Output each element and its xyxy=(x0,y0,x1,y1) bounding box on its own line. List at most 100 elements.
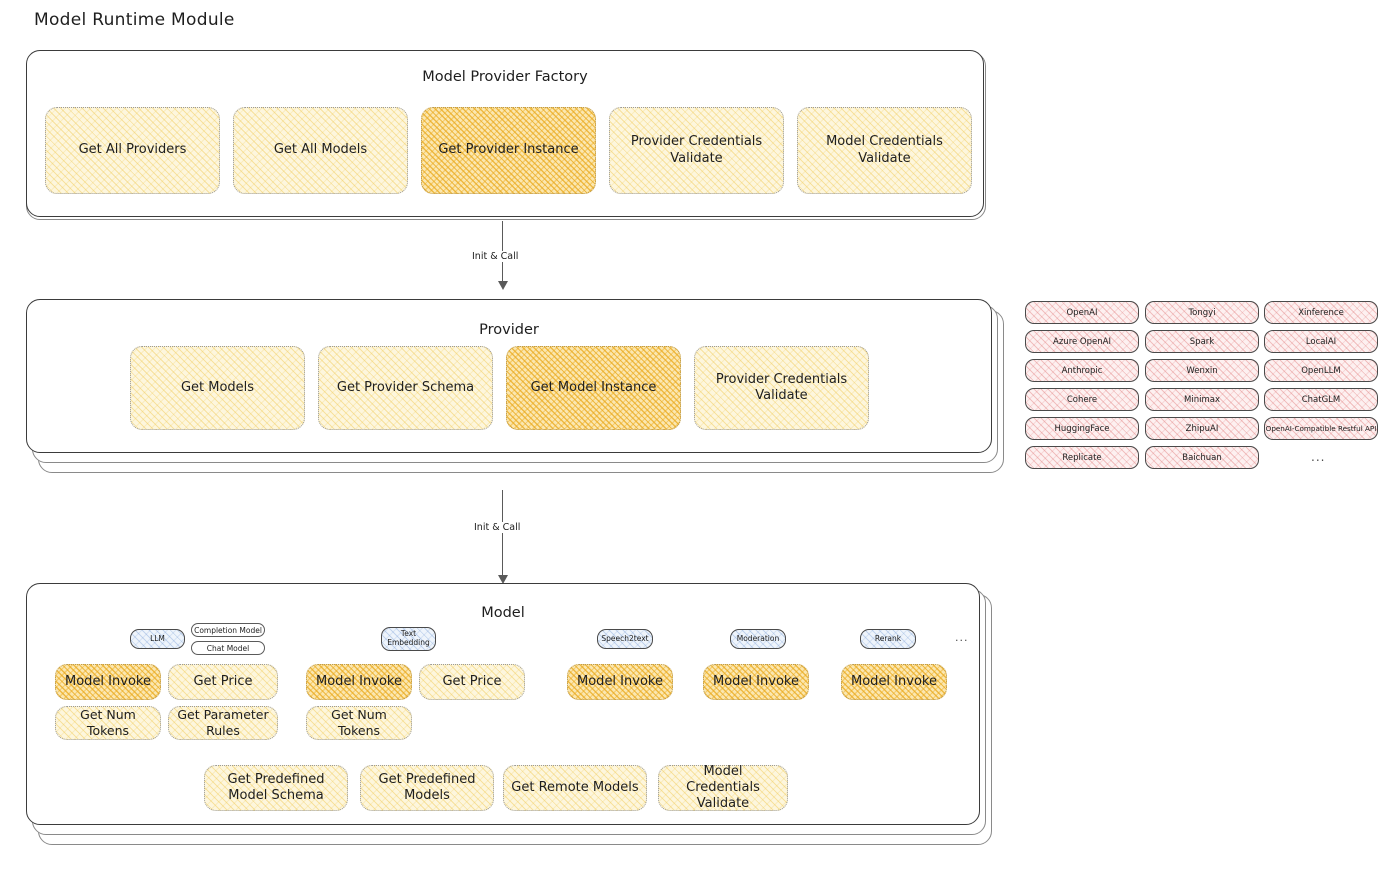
model-common-op-get-remote-models[interactable]: Get Remote Models xyxy=(503,765,647,811)
model-types-more-ellipsis: ... xyxy=(955,631,969,644)
model-common-op-label: Get Remote Models xyxy=(511,779,639,795)
provider-pill-label: Minimax xyxy=(1184,394,1220,405)
provider-pill-localai[interactable]: LocalAI xyxy=(1264,330,1378,353)
model-provider-factory-card: Model Provider Factory Get All Providers… xyxy=(26,50,984,217)
model-op-label: Get Price xyxy=(442,673,502,689)
provider-pill-label: Xinference xyxy=(1298,307,1344,318)
provider-card: Provider Get Models Get Provider Schema … xyxy=(26,299,992,453)
provider-pill-label: Tongyi xyxy=(1188,307,1216,318)
model-op-rerank-model-invoke[interactable]: Model Invoke xyxy=(841,664,947,700)
model-op-label: Model Invoke xyxy=(851,673,937,689)
provider-pill-replicate[interactable]: Replicate xyxy=(1025,446,1139,469)
model-common-op-get-predefined-model-schema[interactable]: Get Predefined Model Schema xyxy=(204,765,348,811)
arrow-provider-to-model-label: Init & Call xyxy=(470,522,525,533)
model-tag-chat-model[interactable]: Chat Model xyxy=(191,641,265,655)
model-op-label: Get Num Tokens xyxy=(80,707,136,738)
model-type-badge-speech2text[interactable]: Speech2text xyxy=(597,629,653,649)
provider-pill-azure-openai[interactable]: Azure OpenAI xyxy=(1025,330,1139,353)
model-type-badge-label: Speech2text xyxy=(601,633,649,643)
factory-item-provider-credentials-validate[interactable]: Provider Credentials Validate xyxy=(609,107,784,194)
arrow-factory-to-provider-head xyxy=(498,281,508,290)
provider-pill-label: Cohere xyxy=(1066,394,1098,405)
model-tag-label: Chat Model xyxy=(206,643,250,653)
provider-pill-tongyi[interactable]: Tongyi xyxy=(1145,301,1259,324)
model-common-op-label: Model Credentials Validate xyxy=(686,763,760,812)
model-op-label: Model Invoke xyxy=(577,673,663,689)
provider-pill-label: Wenxin xyxy=(1186,365,1218,376)
provider-pill-label: ZhipuAI xyxy=(1185,423,1219,434)
provider-pill-cohere[interactable]: Cohere xyxy=(1025,388,1139,411)
model-op-text-embedding-model-invoke[interactable]: Model Invoke xyxy=(306,664,412,700)
model-op-label: Get Parameter Rules xyxy=(177,707,269,738)
provider-item-provider-credentials-validate[interactable]: Provider Credentials Validate xyxy=(694,346,869,430)
model-title: Model xyxy=(481,605,525,621)
model-op-label: Model Invoke xyxy=(316,673,402,689)
model-common-op-get-predefined-models[interactable]: Get Predefined Models xyxy=(360,765,494,811)
model-type-badge-label: LLM xyxy=(150,633,165,643)
model-type-badge-moderation[interactable]: Moderation xyxy=(730,629,786,649)
factory-item-get-provider-instance[interactable]: Get Provider Instance xyxy=(421,107,596,194)
provider-pill-minimax[interactable]: Minimax xyxy=(1145,388,1259,411)
provider-pill-xinference[interactable]: Xinference xyxy=(1264,301,1378,324)
provider-pill-baichuan[interactable]: Baichuan xyxy=(1145,446,1259,469)
model-common-op-label: Get Predefined Models xyxy=(378,771,476,803)
provider-item-get-model-instance[interactable]: Get Model Instance xyxy=(506,346,681,430)
model-type-badge-llm[interactable]: LLM xyxy=(130,629,185,649)
provider-item-get-models[interactable]: Get Models xyxy=(130,346,305,430)
provider-item-label: Get Provider Schema xyxy=(336,379,475,395)
model-type-badge-label: Moderation xyxy=(736,633,780,643)
provider-item-get-provider-schema[interactable]: Get Provider Schema xyxy=(318,346,493,430)
provider-title: Provider xyxy=(479,322,539,338)
model-op-speech2text-model-invoke[interactable]: Model Invoke xyxy=(567,664,673,700)
factory-item-get-all-models[interactable]: Get All Models xyxy=(233,107,408,194)
provider-pill-label: OpenAI-Compatible Restful API xyxy=(1265,424,1377,433)
provider-pill-label: Anthropic xyxy=(1061,365,1103,376)
model-op-moderation-model-invoke[interactable]: Model Invoke xyxy=(703,664,809,700)
provider-pill-label: Spark xyxy=(1189,336,1215,347)
provider-pill-chatglm[interactable]: ChatGLM xyxy=(1264,388,1378,411)
provider-pill-label: LocalAI xyxy=(1305,336,1337,347)
provider-pill-spark[interactable]: Spark xyxy=(1145,330,1259,353)
factory-item-label: Get All Providers xyxy=(78,142,187,158)
provider-item-label: Get Model Instance xyxy=(530,379,657,395)
factory-item-get-all-providers[interactable]: Get All Providers xyxy=(45,107,220,194)
model-op-label: Get Num Tokens xyxy=(331,707,387,738)
model-op-llm-get-num-tokens[interactable]: Get Num Tokens xyxy=(55,706,161,740)
model-common-op-label: Get Predefined Model Schema xyxy=(227,771,325,803)
arrow-factory-to-provider-label: Init & Call xyxy=(468,251,523,262)
model-op-llm-get-price[interactable]: Get Price xyxy=(168,664,278,700)
provider-item-label: Provider Credentials Validate xyxy=(715,371,848,403)
model-op-llm-get-parameter-rules[interactable]: Get Parameter Rules xyxy=(168,706,278,740)
model-op-label: Get Price xyxy=(193,673,253,689)
page-title: Model Runtime Module xyxy=(34,10,235,30)
provider-pill-label: ChatGLM xyxy=(1301,394,1341,405)
model-op-label: Model Invoke xyxy=(713,673,799,689)
factory-item-model-credentials-validate[interactable]: Model Credentials Validate xyxy=(797,107,972,194)
provider-pill-openllm[interactable]: OpenLLM xyxy=(1264,359,1378,382)
arrow-provider-to-model-head xyxy=(498,575,508,584)
model-op-llm-model-invoke[interactable]: Model Invoke xyxy=(55,664,161,700)
provider-pill-zhipuai[interactable]: ZhipuAI xyxy=(1145,417,1259,440)
model-type-badge-label: Rerank xyxy=(874,633,902,643)
provider-pill-openai[interactable]: OpenAI xyxy=(1025,301,1139,324)
provider-pill-anthropic[interactable]: Anthropic xyxy=(1025,359,1139,382)
model-type-badge-label: Text Embedding xyxy=(387,629,430,647)
model-type-badge-rerank[interactable]: Rerank xyxy=(860,629,916,649)
provider-pill-label: HuggingFace xyxy=(1054,423,1110,434)
model-op-text-embedding-get-price[interactable]: Get Price xyxy=(419,664,525,700)
provider-item-label: Get Models xyxy=(180,379,255,395)
arrow-provider-to-model-line xyxy=(502,490,504,578)
model-common-op-model-credentials-validate[interactable]: Model Credentials Validate xyxy=(658,763,788,812)
provider-list-more-ellipsis: ... xyxy=(1311,450,1326,464)
provider-pill-label: Baichuan xyxy=(1182,452,1222,463)
factory-item-label: Get All Models xyxy=(273,142,368,158)
model-op-text-embedding-get-num-tokens[interactable]: Get Num Tokens xyxy=(306,706,412,740)
provider-pill-wenxin[interactable]: Wenxin xyxy=(1145,359,1259,382)
provider-pill-openai-compatible-restful-api[interactable]: OpenAI-Compatible Restful API xyxy=(1264,417,1378,440)
model-card: Model LLM Completion Model Chat Model Mo… xyxy=(26,583,980,825)
provider-pill-huggingface[interactable]: HuggingFace xyxy=(1025,417,1139,440)
provider-pill-label: Azure OpenAI xyxy=(1053,336,1111,347)
model-type-badge-text-embedding[interactable]: Text Embedding xyxy=(381,627,436,651)
model-tag-completion-model[interactable]: Completion Model xyxy=(191,623,265,637)
model-tag-label: Completion Model xyxy=(194,625,262,635)
